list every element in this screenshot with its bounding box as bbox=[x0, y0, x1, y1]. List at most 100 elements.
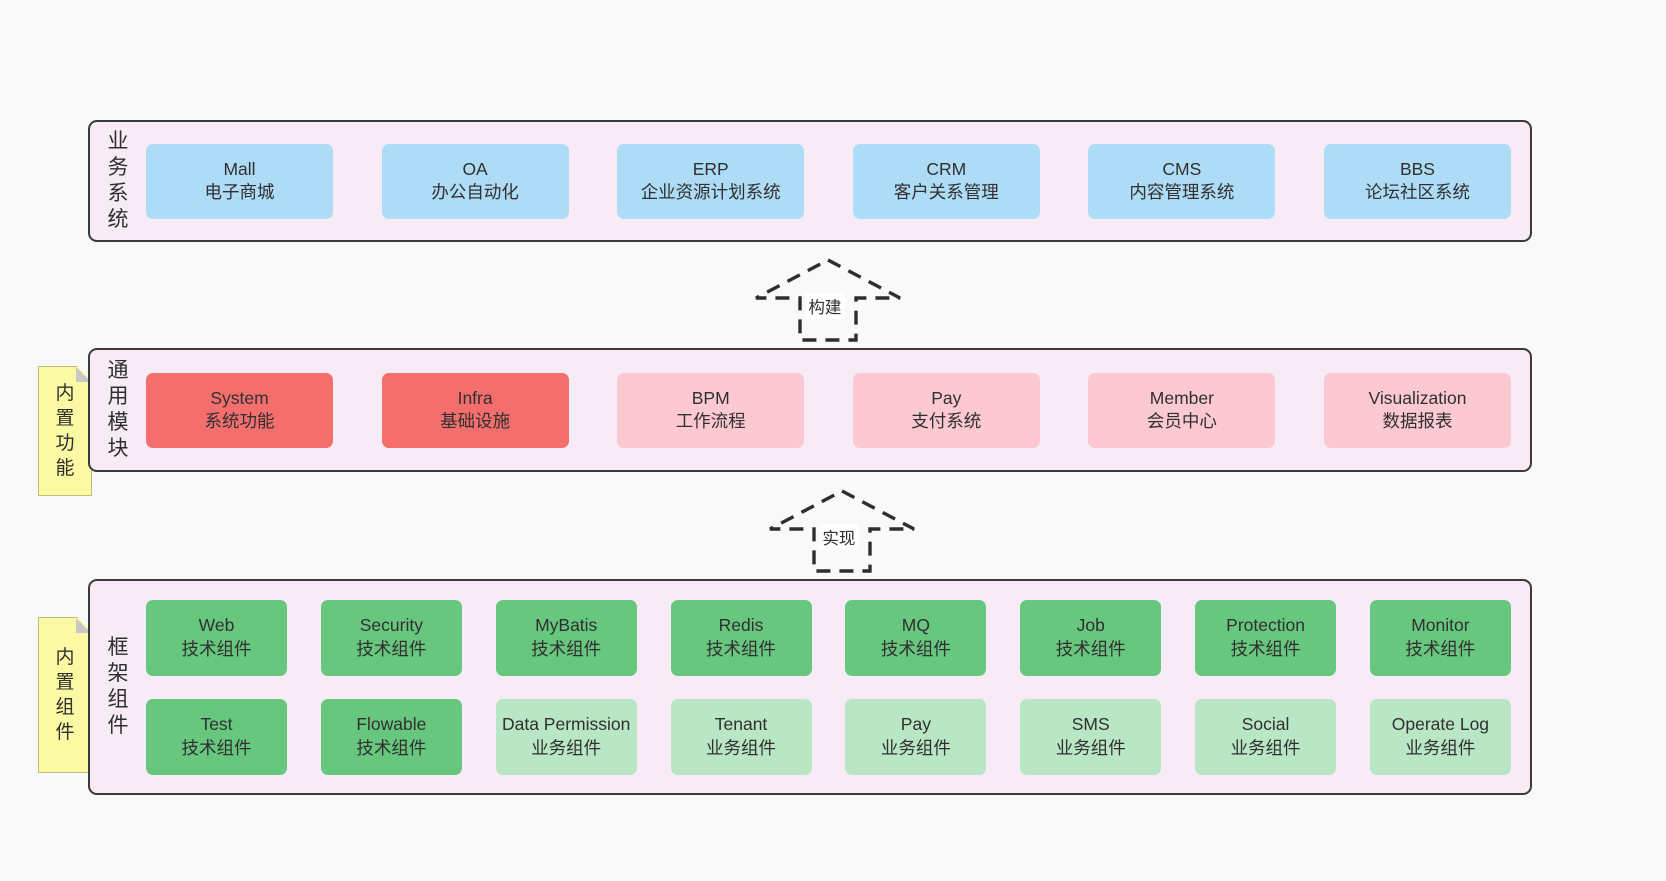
box-title: BPM bbox=[691, 387, 730, 408]
box-job: Job 技术组件 bbox=[1020, 599, 1162, 676]
box-subtitle: 业务组件 bbox=[1405, 737, 1476, 758]
box-title: Redis bbox=[718, 615, 764, 635]
box-subtitle: 技术组件 bbox=[1405, 638, 1476, 659]
box-protection: Protection 技术组件 bbox=[1195, 599, 1337, 676]
box-subtitle: 电子商城 bbox=[204, 182, 275, 202]
box-subtitle: 内容管理系统 bbox=[1129, 182, 1235, 202]
up-block-arrow-icon bbox=[755, 258, 901, 342]
box-subtitle: 技术组件 bbox=[706, 638, 777, 659]
box-title: Pay bbox=[931, 387, 962, 408]
box-tenant: Tenant 业务组件 bbox=[670, 698, 812, 775]
box-mq: MQ 技术组件 bbox=[845, 599, 987, 676]
box-title: Protection bbox=[1226, 615, 1305, 635]
box-title: Tenant bbox=[714, 714, 768, 734]
box-subtitle: 业务组件 bbox=[880, 737, 951, 758]
box-subtitle: 论坛社区系统 bbox=[1364, 182, 1470, 202]
box-redis: Redis 技术组件 bbox=[670, 599, 812, 676]
layer-common-modules: 通用模块 System 系统功能 Infra 基础设施 BPM 工作流程 Pay bbox=[88, 348, 1532, 472]
box-title: Member bbox=[1149, 387, 1214, 408]
box-subtitle: 业务组件 bbox=[531, 737, 602, 758]
box-mybatis: MyBatis 技术组件 bbox=[495, 599, 637, 676]
arrow-build: 构建 bbox=[753, 255, 903, 343]
box-title: Mall bbox=[223, 158, 256, 179]
layer-business-label: 业务系统 bbox=[107, 130, 129, 231]
layer-business-side: 业务系统 bbox=[90, 122, 146, 240]
box-cms: CMS 内容管理系统 bbox=[1088, 143, 1276, 219]
box-sms: SMS 业务组件 bbox=[1020, 698, 1162, 775]
box-subtitle: 技术组件 bbox=[880, 638, 951, 659]
box-member: Member 会员中心 bbox=[1088, 372, 1276, 448]
box-pay-biz: Pay 业务组件 bbox=[845, 698, 987, 775]
box-flowable: Flowable 技术组件 bbox=[320, 698, 462, 775]
box-crm: CRM 客户关系管理 bbox=[852, 143, 1040, 219]
box-pay: Pay 支付系统 bbox=[852, 372, 1040, 448]
box-oa: OA 办公自动化 bbox=[381, 143, 569, 219]
box-visualization: Visualization 数据报表 bbox=[1323, 372, 1511, 448]
box-subtitle: 会员中心 bbox=[1146, 411, 1217, 431]
box-title: Flowable bbox=[356, 714, 427, 734]
layer-components-label: 框架组件 bbox=[107, 636, 129, 737]
box-subtitle: 业务组件 bbox=[1230, 737, 1301, 758]
box-subtitle: 系统功能 bbox=[204, 411, 275, 431]
box-subtitle: 技术组件 bbox=[1055, 638, 1126, 659]
sticky-built-in-components-label: 内置组件 bbox=[55, 647, 75, 743]
box-title: OA bbox=[462, 158, 488, 179]
box-title: Test bbox=[200, 714, 233, 734]
box-subtitle: 技术组件 bbox=[1230, 638, 1301, 659]
sticky-built-in-functions-label: 内置功能 bbox=[55, 383, 75, 479]
box-title: MyBatis bbox=[535, 615, 598, 635]
box-bbs: BBS 论坛社区系统 bbox=[1323, 143, 1511, 219]
box-title: Operate Log bbox=[1391, 714, 1490, 734]
layer-components-side: 框架组件 bbox=[90, 581, 146, 793]
box-infra: Infra 基础设施 bbox=[381, 372, 569, 448]
box-title: ERP bbox=[692, 158, 729, 179]
box-subtitle: 技术组件 bbox=[356, 737, 427, 758]
arrow-implement-label: 实现 bbox=[819, 524, 859, 550]
layer-modules-side: 通用模块 bbox=[90, 350, 146, 470]
box-system: System 系统功能 bbox=[146, 372, 333, 448]
box-title: CRM bbox=[926, 158, 967, 179]
box-subtitle: 工作流程 bbox=[675, 411, 746, 431]
business-boxes: Mall 电子商城 OA 办公自动化 ERP 企业资源计划系统 CRM 客户关系… bbox=[146, 122, 1530, 240]
box-subtitle: 客户关系管理 bbox=[893, 182, 999, 202]
box-title: CMS bbox=[1162, 158, 1202, 179]
box-subtitle: 企业资源计划系统 bbox=[640, 182, 781, 202]
box-subtitle: 技术组件 bbox=[181, 638, 252, 659]
box-erp: ERP 企业资源计划系统 bbox=[617, 143, 805, 219]
box-title: Security bbox=[359, 615, 423, 635]
box-security: Security 技术组件 bbox=[320, 599, 462, 676]
layer-business-systems: 业务系统 Mall 电子商城 OA 办公自动化 ERP 企业资源计划系统 CRM bbox=[88, 120, 1532, 242]
component-boxes: Web 技术组件 Security 技术组件 MyBatis 技术组件 Redi… bbox=[146, 581, 1530, 793]
box-subtitle: 支付系统 bbox=[911, 411, 982, 431]
box-title: Infra bbox=[457, 387, 493, 408]
box-title: Social bbox=[1241, 714, 1290, 734]
box-title: Job bbox=[1076, 615, 1105, 635]
box-title: Web bbox=[198, 615, 235, 635]
box-monitor: Monitor 技术组件 bbox=[1369, 599, 1511, 676]
module-boxes: System 系统功能 Infra 基础设施 BPM 工作流程 Pay 支付系统… bbox=[146, 350, 1530, 470]
box-subtitle: 业务组件 bbox=[1055, 737, 1126, 758]
box-bpm: BPM 工作流程 bbox=[617, 372, 805, 448]
box-subtitle: 办公自动化 bbox=[431, 182, 519, 202]
box-title: Monitor bbox=[1411, 615, 1470, 635]
box-operate-log: Operate Log 业务组件 bbox=[1369, 698, 1511, 775]
box-title: SMS bbox=[1071, 714, 1110, 734]
box-subtitle: 技术组件 bbox=[356, 638, 427, 659]
box-title: MQ bbox=[901, 615, 930, 635]
sticky-built-in-functions: 内置功能 bbox=[38, 366, 92, 496]
layer-framework-components: 框架组件 Web 技术组件 Security 技术组件 MyBatis 技术组件… bbox=[88, 579, 1532, 795]
arrow-build-label: 构建 bbox=[805, 293, 845, 319]
box-data-permission: Data Permission 业务组件 bbox=[495, 698, 637, 775]
box-subtitle: 数据报表 bbox=[1382, 411, 1453, 431]
box-subtitle: 业务组件 bbox=[706, 737, 777, 758]
box-title: Pay bbox=[900, 714, 931, 734]
box-subtitle: 基础设施 bbox=[440, 411, 511, 431]
layer-modules-label: 通用模块 bbox=[107, 359, 129, 460]
box-test: Test 技术组件 bbox=[146, 698, 287, 775]
box-social: Social 业务组件 bbox=[1195, 698, 1337, 775]
box-title: System bbox=[210, 387, 269, 408]
box-title: BBS bbox=[1399, 158, 1435, 179]
box-web: Web 技术组件 bbox=[146, 599, 287, 676]
box-subtitle: 技术组件 bbox=[531, 638, 602, 659]
box-title: Visualization bbox=[1368, 387, 1467, 408]
